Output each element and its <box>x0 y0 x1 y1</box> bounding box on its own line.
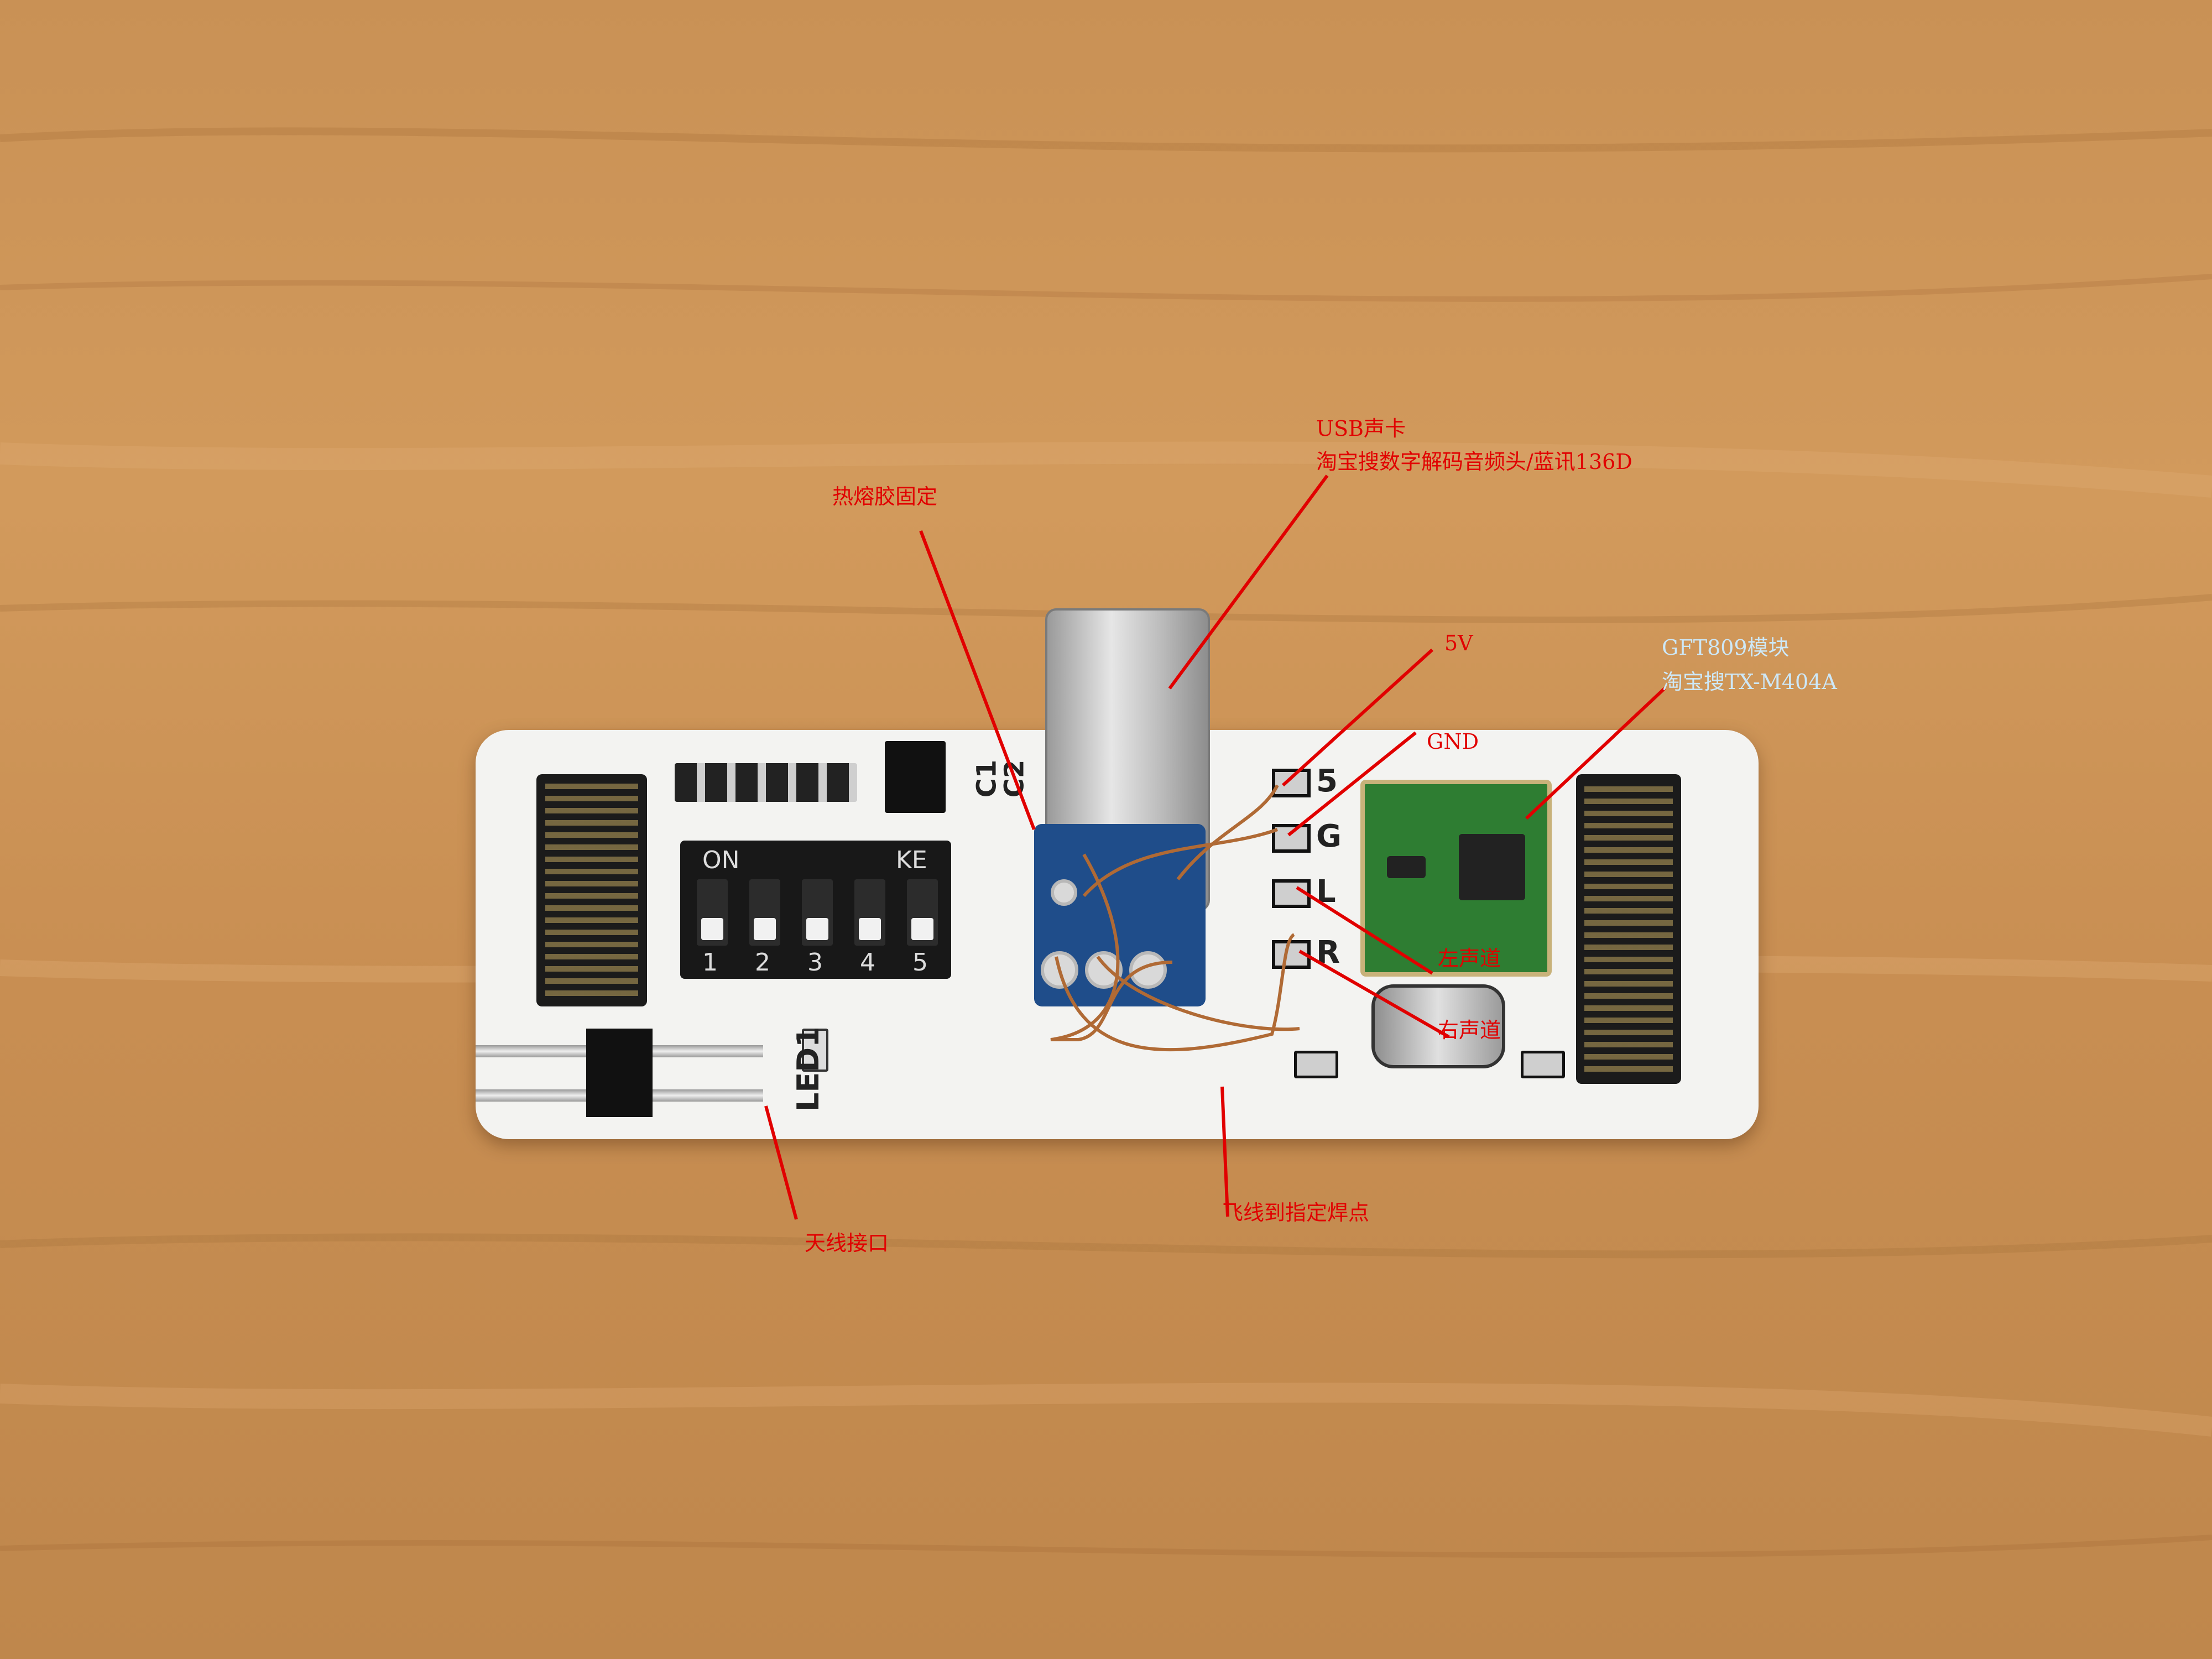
annotation-module-title: GFT809模块 <box>1662 635 1790 660</box>
sound-card-pad-gnd <box>1129 951 1167 989</box>
annotation-right-channel: 右声道 <box>1438 1018 1501 1042</box>
silk-c2: C2 <box>999 759 1030 798</box>
annotation-antenna: 天线接口 <box>805 1231 889 1255</box>
right-board-connector <box>1576 774 1681 1084</box>
dip-num-3: 3 <box>807 948 823 977</box>
pcb-board: C1 C2 ON KE 1 2 3 4 5 LED1 <box>476 608 1759 1139</box>
sound-card-pad-v <box>1051 879 1077 906</box>
silk-c1: C1 <box>971 759 1003 798</box>
annotation-gnd: GND <box>1427 729 1479 754</box>
dip-switch-5[interactable] <box>907 879 938 946</box>
module-small-chip <box>1387 856 1426 878</box>
annotation-fly-wire: 飞线到指定焊点 <box>1222 1201 1370 1225</box>
annotation-5v: 5V <box>1444 631 1473 655</box>
silk-pad-5: 5 <box>1316 763 1338 799</box>
voltage-regulator <box>885 741 946 813</box>
dip-num-4: 4 <box>860 948 875 977</box>
pad-5v <box>1272 769 1311 797</box>
dip-num-1: 1 <box>702 948 718 977</box>
dip-switch-2[interactable] <box>749 879 780 946</box>
dip-on-label: ON <box>702 846 740 874</box>
dip-switch-3[interactable] <box>802 879 833 946</box>
pad-right <box>1272 940 1311 969</box>
annotation-module-search: 淘宝搜TX-M404A <box>1662 670 1837 694</box>
resistor-array <box>675 763 857 802</box>
dip-num-2: 2 <box>755 948 770 977</box>
sound-card-pad-r <box>1041 951 1078 989</box>
sound-card-pad-l <box>1085 951 1123 989</box>
smd-cap-1 <box>1294 1051 1338 1078</box>
annotation-usb-sound-card-search: 淘宝搜数字解码音频头/蓝讯136D <box>1316 450 1632 474</box>
led-component <box>802 1029 828 1072</box>
dip-num-5: 5 <box>912 948 928 977</box>
dip-switch-1[interactable] <box>697 879 728 946</box>
smd-cap-2 <box>1521 1051 1565 1078</box>
dip-switch-4[interactable] <box>854 879 885 946</box>
usb-sound-card-board <box>1034 824 1206 1006</box>
module-main-chip <box>1459 834 1525 900</box>
antenna-header-block <box>586 1029 653 1117</box>
silk-pad-g: G <box>1316 818 1342 854</box>
dip-ke-label: KE <box>896 846 927 874</box>
silk-pad-l: L <box>1316 874 1336 910</box>
left-board-connector <box>536 774 647 1006</box>
dip-switch[interactable]: ON KE 1 2 3 4 5 <box>680 841 951 979</box>
annotation-usb-sound-card-title: USB声卡 <box>1316 416 1406 441</box>
pad-gnd <box>1272 824 1311 853</box>
annotation-hot-glue: 热熔胶固定 <box>832 484 938 509</box>
silk-pad-r: R <box>1316 935 1340 971</box>
silk-led1: LED1 <box>791 1026 826 1112</box>
annotation-left-channel: 左声道 <box>1438 946 1501 971</box>
pad-left <box>1272 879 1311 908</box>
